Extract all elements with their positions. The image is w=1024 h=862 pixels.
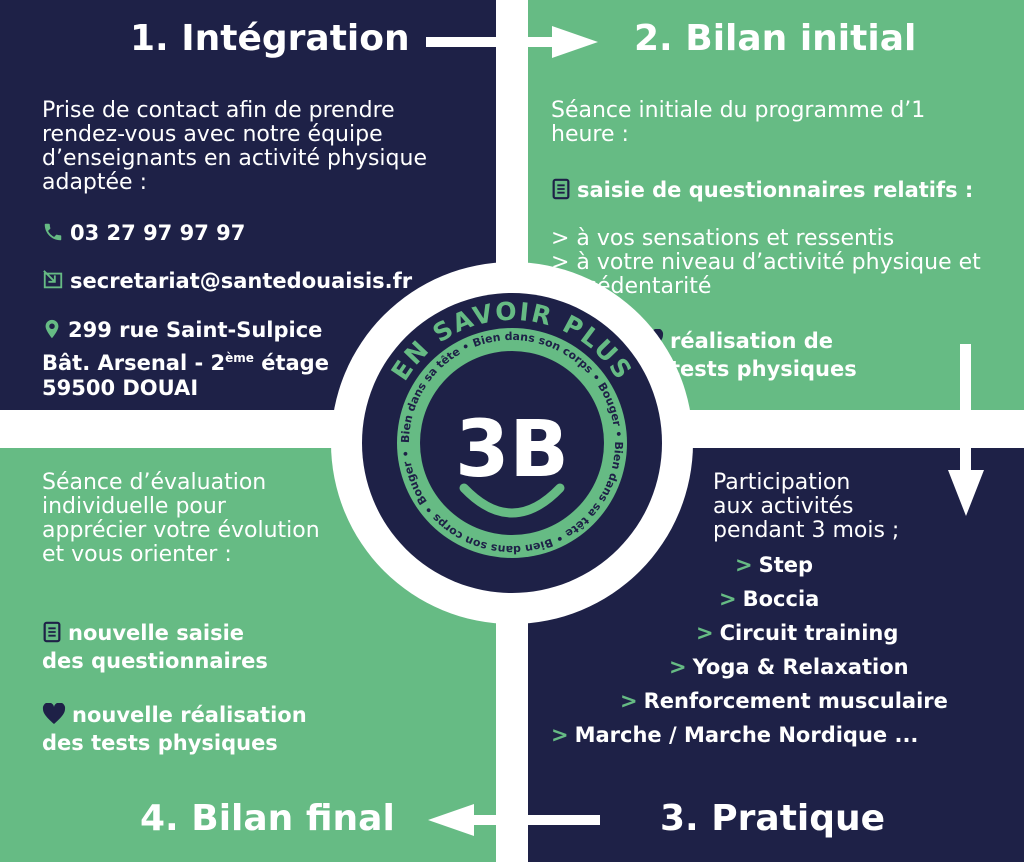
phone-icon bbox=[42, 221, 64, 249]
address-line-1: 299 rue Saint-Sulpice bbox=[42, 318, 329, 346]
document-icon bbox=[551, 178, 571, 206]
arrow-down-icon bbox=[948, 344, 984, 516]
questionnaires-item: saisie de questionnaires relatifs : bbox=[551, 178, 973, 206]
smile-icon bbox=[459, 483, 565, 518]
email-icon bbox=[42, 269, 64, 297]
activity-item: >Circuit training bbox=[696, 621, 899, 645]
location-icon bbox=[42, 318, 62, 346]
pratique-intro: Participation aux activités pendant 3 mo… bbox=[713, 470, 900, 543]
activity-item: >Boccia bbox=[719, 587, 820, 611]
final-tests-item: nouvelle réalisation des tests physiques bbox=[42, 702, 307, 755]
address-block: 299 rue Saint-Sulpice Bât. Arsenal - 2èm… bbox=[42, 318, 329, 401]
phone-contact[interactable]: 03 27 97 97 97 bbox=[42, 221, 245, 249]
en-savoir-plus-badge[interactable]: EN SAVOIR PLUS Bien dans sa tête • Bien … bbox=[331, 262, 693, 624]
activity-item: >Marche / Marche Nordique ... bbox=[551, 723, 919, 747]
bilan-initial-title: 2. Bilan initial bbox=[634, 18, 917, 59]
document-icon bbox=[42, 621, 62, 649]
integration-title: 1. Intégration bbox=[130, 18, 410, 59]
subitem-sensations: > à vos sensations et ressentis bbox=[551, 226, 895, 251]
email-contact[interactable]: secretariat@santedouaisis.fr bbox=[42, 269, 412, 297]
arrow-left-icon bbox=[428, 804, 600, 836]
heart-icon bbox=[42, 702, 66, 731]
activity-item: >Yoga & Relaxation bbox=[669, 655, 909, 679]
bilan-final-intro: Séance d’évaluation individuelle pour ap… bbox=[42, 470, 320, 567]
email-address: secretariat@santedouaisis.fr bbox=[70, 269, 413, 293]
integration-intro: Prise de contact afin de prendre rendez-… bbox=[42, 98, 427, 195]
address-line-3: 59500 DOUAI bbox=[42, 376, 199, 400]
final-questionnaires-item: nouvelle saisie des questionnaires bbox=[42, 621, 268, 673]
activity-item: >Renforcement musculaire bbox=[620, 689, 948, 713]
address-line-2: Bât. Arsenal - 2ème étage bbox=[42, 351, 329, 375]
phone-number: 03 27 97 97 97 bbox=[70, 221, 246, 245]
bilan-initial-intro: Séance initiale du programme d’1 heure : bbox=[551, 98, 926, 147]
activity-item: >Step bbox=[735, 553, 814, 577]
bilan-final-title: 4. Bilan final bbox=[140, 798, 395, 839]
logo-3b: 3B bbox=[455, 405, 569, 495]
pratique-title: 3. Pratique bbox=[660, 798, 886, 839]
arrow-right-icon bbox=[426, 26, 598, 58]
